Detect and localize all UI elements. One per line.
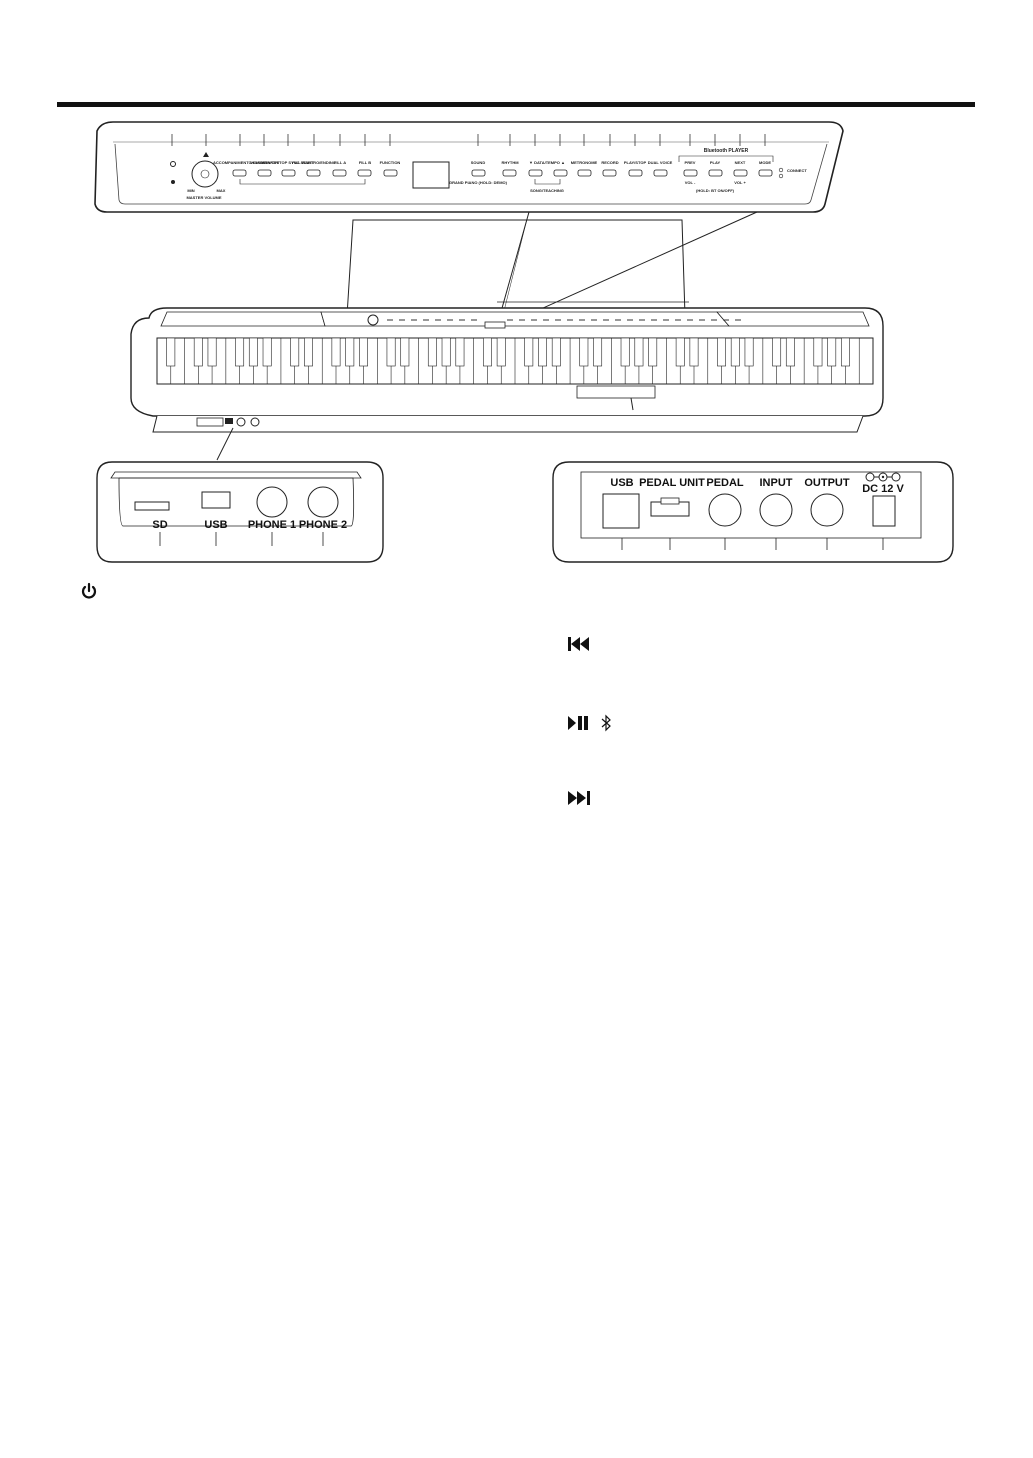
svg-text:ACCOMPANIMENT VOLUME: ACCOMPANIMENT VOLUME (213, 160, 267, 165)
piano-body (130, 211, 884, 461)
svg-text:PREV: PREV (685, 160, 696, 165)
top-panel-callout: MASTER VOLUME MIN MAX ACCOMPANIMENT VOLU… (94, 121, 844, 213)
dc-label: DC 12 V (862, 483, 904, 495)
svg-text:CHORD ON/OFF: CHORD ON/OFF (249, 160, 280, 165)
svg-text:MAX: MAX (217, 188, 226, 193)
svg-text:CONNECT: CONNECT (787, 168, 807, 173)
play-pause-icon (568, 716, 588, 730)
svg-text:▼ DATA/TEMPO ▲: ▼ DATA/TEMPO ▲ (529, 160, 565, 165)
usb-label: USB (204, 519, 227, 531)
svg-text:PLAY: PLAY (710, 160, 721, 165)
pedal-unit-label: PEDAL UNIT (639, 477, 705, 489)
usb-port-label: USB (610, 477, 633, 489)
input-label: INPUT (760, 477, 793, 489)
svg-text:GRAND PIANO (HOLD: DEMO): GRAND PIANO (HOLD: DEMO) (449, 180, 508, 185)
svg-text:RHYTHM: RHYTHM (501, 160, 519, 165)
piano-diagram: MASTER VOLUME MIN MAX ACCOMPANIMENT VOLU… (57, 112, 975, 572)
play-pause-legend (568, 714, 612, 732)
svg-text:FILL IN/INTRO/ENDING: FILL IN/INTRO/ENDING (292, 160, 336, 165)
next-legend (568, 791, 590, 805)
svg-text:MIN: MIN (187, 188, 194, 193)
svg-text:NEXT: NEXT (735, 160, 746, 165)
sd-label: SD (152, 519, 167, 531)
svg-text:START/STOP SYNC START: START/STOP SYNC START (262, 160, 314, 165)
power-legend (80, 582, 98, 600)
svg-text:SOUND: SOUND (471, 160, 486, 165)
output-label: OUTPUT (804, 477, 850, 489)
svg-text:Bluetooth PLAYER: Bluetooth PLAYER (704, 148, 749, 154)
svg-text:FILL B: FILL B (359, 160, 371, 165)
right-jack-callout: USB PEDAL UNIT PEDAL INPUT OUTPUT DC 12 … (552, 461, 954, 563)
svg-text:MODE: MODE (759, 160, 771, 165)
previous-track-icon (568, 637, 589, 651)
svg-text:VOL -: VOL - (685, 180, 696, 185)
previous-legend (568, 637, 590, 651)
svg-text:FUNCTION: FUNCTION (380, 160, 401, 165)
next-track-icon (568, 791, 590, 805)
svg-text:DUAL VOICE: DUAL VOICE (648, 160, 673, 165)
svg-text:PLAY/STOP: PLAY/STOP (624, 160, 647, 165)
svg-text:SONG/TEACHING: SONG/TEACHING (530, 188, 564, 193)
phone1-label: PHONE 1 (248, 519, 296, 531)
phone2-label: PHONE 2 (299, 519, 347, 531)
svg-text:(HOLD: BT ON/OFF): (HOLD: BT ON/OFF) (696, 188, 735, 193)
pedal-label: PEDAL (706, 477, 744, 489)
master-volume-label: MASTER VOLUME (186, 195, 221, 200)
svg-text:RECORD: RECORD (601, 160, 618, 165)
bluetooth-icon (601, 714, 611, 732)
svg-text:VOL +: VOL + (734, 180, 746, 185)
svg-text:METRONOME: METRONOME (571, 160, 598, 165)
header-rule (57, 102, 975, 107)
left-jack-callout: SD USB PHONE 1 PHONE 2 (96, 461, 384, 563)
power-icon (81, 582, 97, 599)
svg-text:FILL A: FILL A (334, 160, 346, 165)
